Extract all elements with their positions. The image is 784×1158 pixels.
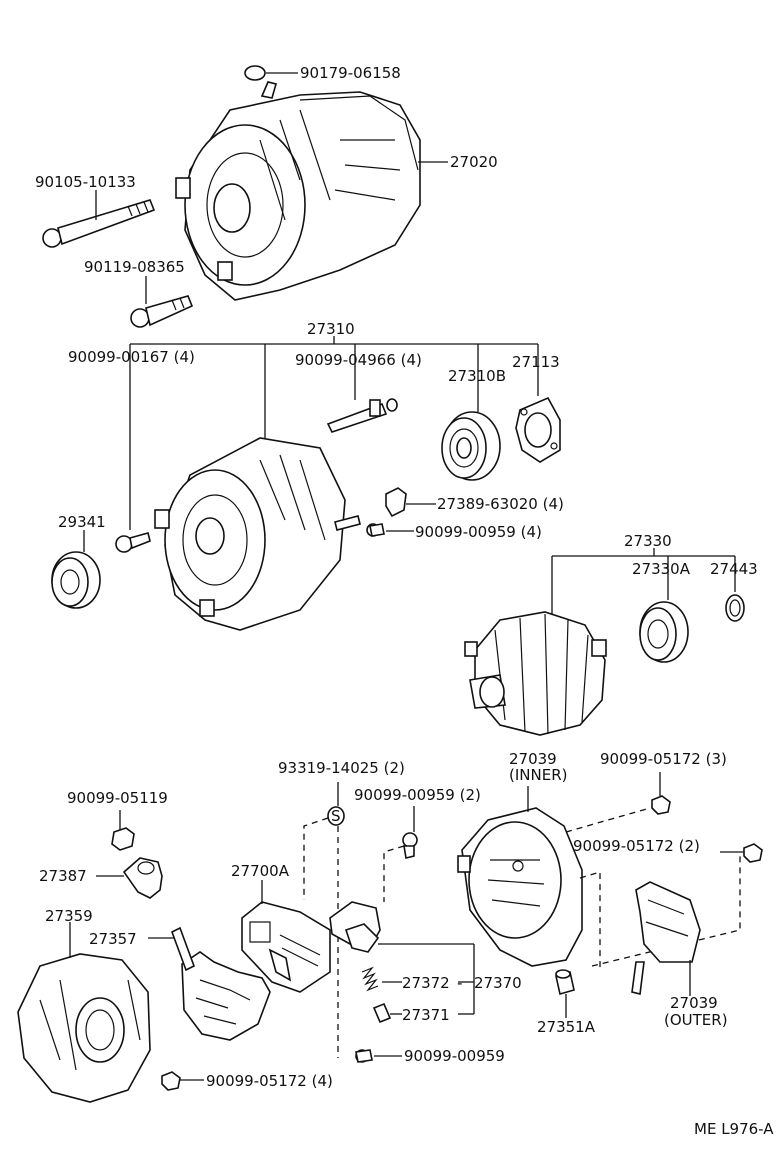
label-27370: 27370 xyxy=(474,974,522,992)
retainer-plate-27113 xyxy=(515,396,561,463)
alternator-assembly xyxy=(175,81,421,301)
rotor-27330 xyxy=(464,611,607,736)
nut-90179 xyxy=(244,65,298,81)
label-27371: 27371 xyxy=(402,1006,450,1024)
rear-end-cover-27359 xyxy=(17,922,151,1103)
label-27113: 27113 xyxy=(512,353,560,371)
nut-90099-05172-4 xyxy=(161,1071,204,1091)
rear-frame-inner-27039 xyxy=(457,786,583,967)
label-90105-10133: 90105-10133 xyxy=(35,173,136,191)
label-90099-00959-2: 90099-00959 (2) xyxy=(354,786,481,804)
cap-93319: S xyxy=(327,782,345,826)
bolt-90105 xyxy=(42,190,156,248)
leader-tree-27330 xyxy=(551,548,736,618)
pulley-29341 xyxy=(51,530,101,609)
label-27351A: 27351A xyxy=(537,1018,596,1036)
bearing-27310B xyxy=(441,411,501,481)
label-27359: 27359 xyxy=(45,907,93,925)
label-90099-04966: 90099-04966 (4) xyxy=(295,351,422,369)
label-27039-inner-text: (INNER) xyxy=(509,766,567,784)
diagram-code: ME L976-A xyxy=(694,1120,774,1138)
label-27310: 27310 xyxy=(307,320,355,338)
label-27389-63020: 27389-63020 (4) xyxy=(437,495,564,513)
label-27443: 27443 xyxy=(710,560,758,578)
label-27372: 27372 xyxy=(402,974,450,992)
label-27330A: 27330A xyxy=(632,560,691,578)
label-27310B: 27310B xyxy=(448,367,506,385)
label-27039-inner-number: 27039 xyxy=(509,750,557,768)
label-27370-dash: - xyxy=(457,974,462,992)
label-29341: 29341 xyxy=(58,513,106,531)
label-27700A: 27700A xyxy=(231,862,290,880)
label-27330: 27330 xyxy=(624,532,672,550)
screw-90099-00959-2 xyxy=(383,806,418,902)
screw-90099-00167 xyxy=(115,532,151,553)
nut-90099-05172-2 xyxy=(720,843,763,863)
dashed-path-05172-3 xyxy=(565,807,651,833)
bolt-90119 xyxy=(130,276,194,328)
dashed-path-05172-2 xyxy=(579,854,741,972)
nut-90099-05119 xyxy=(111,810,135,851)
part-labels: 90179-06158 27020 90105-10133 90119-0836… xyxy=(35,64,774,1138)
label-27387: 27387 xyxy=(39,867,87,885)
terminal-insulator-27387 xyxy=(96,857,163,899)
svg-text:S: S xyxy=(331,807,341,825)
drive-end-frame xyxy=(154,437,361,631)
leader-tree-27370 xyxy=(378,943,475,1015)
label-90099-05172-4: 90099-05172 (4) xyxy=(206,1072,333,1090)
insulator-27389 xyxy=(385,487,436,518)
rear-cover-outer-27039 xyxy=(631,881,701,996)
label-93319-14025: 93319-14025 (2) xyxy=(278,759,405,777)
label-90099-00959: 90099-00959 xyxy=(404,1047,505,1065)
spring-27372 xyxy=(361,966,402,992)
brush-holder-27370 xyxy=(329,901,381,953)
label-90119-08365: 90119-08365 xyxy=(84,258,185,276)
nut-90099-05172-3 xyxy=(651,772,671,815)
label-90179-06158: 90179-06158 xyxy=(300,64,401,82)
brush-27371 xyxy=(372,1002,402,1024)
rectifier-27357 xyxy=(148,926,271,1041)
label-90099-05172-2: 90099-05172 (2) xyxy=(573,837,700,855)
leader-tree-27310 xyxy=(129,336,539,530)
label-90099-00167: 90099-00167 (4) xyxy=(68,348,195,366)
screw-90099-00959-lower xyxy=(355,1049,402,1063)
label-27020: 27020 xyxy=(450,153,498,171)
bushing-27351A xyxy=(555,969,575,1018)
ring-27443 xyxy=(725,594,745,622)
bearing-27330A xyxy=(639,601,689,663)
label-27039-outer-text: (OUTER) xyxy=(664,1011,728,1029)
label-27357: 27357 xyxy=(89,930,137,948)
stud-bolt-90099-04966 xyxy=(326,398,398,433)
label-27039-outer-number: 27039 xyxy=(670,994,718,1012)
label-90099-05172-3: 90099-05172 (3) xyxy=(600,750,727,768)
label-90099-00959-4: 90099-00959 (4) xyxy=(415,523,542,541)
voltage-regulator-27700A xyxy=(241,880,331,993)
screw-90099-00959-4 xyxy=(366,523,414,537)
dashed-path-93319 xyxy=(303,817,339,1058)
label-90099-05119: 90099-05119 xyxy=(67,789,168,807)
